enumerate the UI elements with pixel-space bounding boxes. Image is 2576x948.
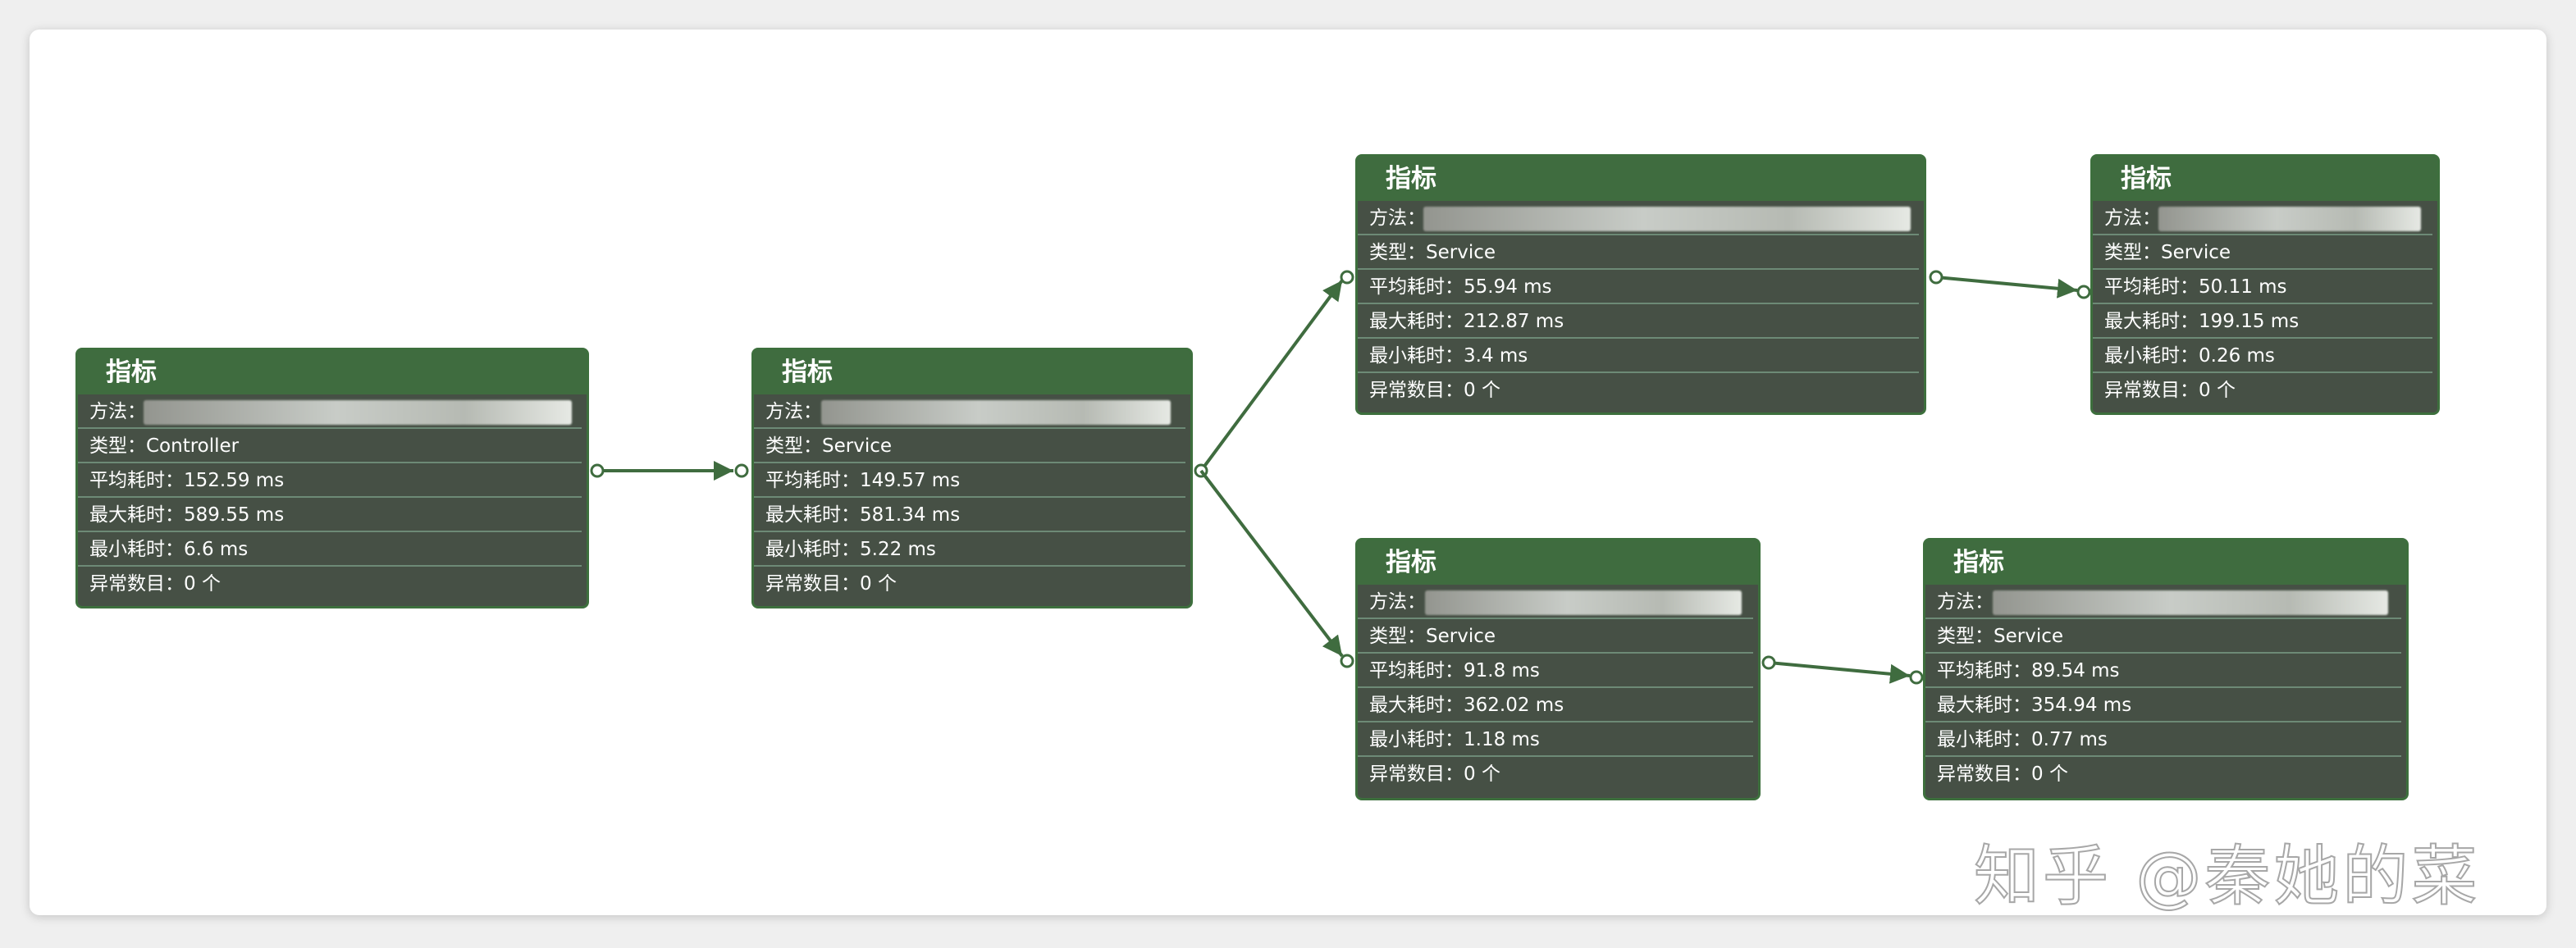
metrics-card-service-3[interactable]: 指标 方法： 类型：Service 平均耗时：50.11 ms 最大耗时：199…: [2090, 154, 2440, 415]
type-row: 类型：Controller: [78, 429, 582, 463]
card-title: 指标: [1358, 157, 1924, 201]
method-row: 方法：: [1358, 201, 1919, 235]
type-row: 类型：Service: [1358, 235, 1919, 270]
max-time-row: 最大耗时：212.87 ms: [1358, 304, 1919, 339]
max-time-row: 最大耗时：362.02 ms: [1358, 688, 1753, 722]
avg-time-row: 平均耗时：91.8 ms: [1358, 654, 1753, 688]
method-row: 方法：: [78, 394, 582, 429]
method-label: 方法：: [1369, 207, 1426, 229]
type-row: 类型：Service: [2093, 235, 2432, 270]
metrics-card-controller[interactable]: 指标 方法： 类型：Controller 平均耗时：152.59 ms 最大耗时…: [75, 348, 589, 608]
avg-time-row: 平均耗时：55.94 ms: [1358, 270, 1919, 304]
method-label: 方法：: [2104, 207, 2161, 229]
method-label: 方法：: [1937, 591, 1994, 613]
avg-time-row: 平均耗时：152.59 ms: [78, 463, 582, 498]
min-time-row: 最小耗时：5.22 ms: [754, 532, 1185, 567]
edge-service-a-to-service-c: [1929, 270, 2091, 299]
redacted-method-name: [821, 400, 1171, 425]
type-row: 类型：Service: [754, 429, 1185, 463]
method-row: 方法：: [1358, 585, 1753, 619]
metrics-card-service-4[interactable]: 指标 方法： 类型：Service 平均耗时：91.8 ms 最大耗时：362.…: [1355, 538, 1761, 800]
type-row: 类型：Service: [1358, 619, 1753, 654]
redacted-method-name: [1425, 590, 1742, 615]
type-row: 类型：Service: [1925, 619, 2401, 654]
method-row: 方法：: [1925, 585, 2401, 619]
max-time-row: 最大耗时：581.34 ms: [754, 498, 1185, 532]
card-title: 指标: [2093, 157, 2437, 201]
method-label: 方法：: [765, 401, 822, 422]
avg-time-row: 平均耗时：89.54 ms: [1925, 654, 2401, 688]
method-row: 方法：: [754, 394, 1185, 429]
card-title: 指标: [1358, 540, 1758, 585]
method-label: 方法：: [89, 401, 146, 422]
min-time-row: 最小耗时：1.18 ms: [1358, 722, 1753, 757]
min-time-row: 最小耗时：6.6 ms: [78, 532, 582, 567]
redacted-method-name: [1423, 207, 1911, 231]
redacted-method-name: [144, 400, 572, 425]
max-time-row: 最大耗时：199.15 ms: [2093, 304, 2432, 339]
min-time-row: 最小耗时：0.77 ms: [1925, 722, 2401, 757]
avg-time-row: 平均耗时：50.11 ms: [2093, 270, 2432, 304]
redacted-method-name: [1993, 590, 2388, 615]
edge-controller-to-service: [590, 461, 749, 481]
max-time-row: 最大耗时：354.94 ms: [1925, 688, 2401, 722]
error-count-row: 异常数目：0 个: [1937, 763, 2068, 785]
edge-service-to-service-a: [1194, 270, 1354, 478]
card-title: 指标: [1925, 540, 2406, 585]
error-count-row: 异常数目：0 个: [765, 573, 897, 595]
metrics-card-service-2[interactable]: 指标 方法： 类型：Service 平均耗时：55.94 ms 最大耗时：212…: [1355, 154, 1926, 415]
error-count-row: 异常数目：0 个: [1369, 763, 1500, 785]
watermark: 知乎 @秦她的菜: [1973, 837, 2481, 915]
method-row: 方法：: [2093, 201, 2432, 235]
max-time-row: 最大耗时：589.55 ms: [78, 498, 582, 532]
metrics-card-service-5[interactable]: 指标 方法： 类型：Service 平均耗时：89.54 ms 最大耗时：354…: [1923, 538, 2409, 800]
edge-service-to-service-b: [1199, 469, 1354, 668]
avg-time-row: 平均耗时：149.57 ms: [754, 463, 1185, 498]
method-label: 方法：: [1369, 591, 1426, 613]
error-count-row: 异常数目：0 个: [1369, 380, 1500, 401]
card-title: 指标: [78, 350, 587, 394]
min-time-row: 最小耗时：3.4 ms: [1358, 339, 1919, 373]
diagram-canvas: 指标 方法： 类型：Controller 平均耗时：152.59 ms 最大耗时…: [30, 30, 2546, 915]
redacted-method-name: [2158, 207, 2421, 231]
card-title: 指标: [754, 350, 1190, 394]
error-count-row: 异常数目：0 个: [2104, 380, 2236, 401]
metrics-card-service-1[interactable]: 指标 方法： 类型：Service 平均耗时：149.57 ms 最大耗时：58…: [751, 348, 1193, 608]
connector-layer: [590, 270, 2091, 685]
error-count-row: 异常数目：0 个: [89, 573, 221, 595]
min-time-row: 最小耗时：0.26 ms: [2093, 339, 2432, 373]
edge-service-b-to-service-d: [1761, 655, 1924, 685]
